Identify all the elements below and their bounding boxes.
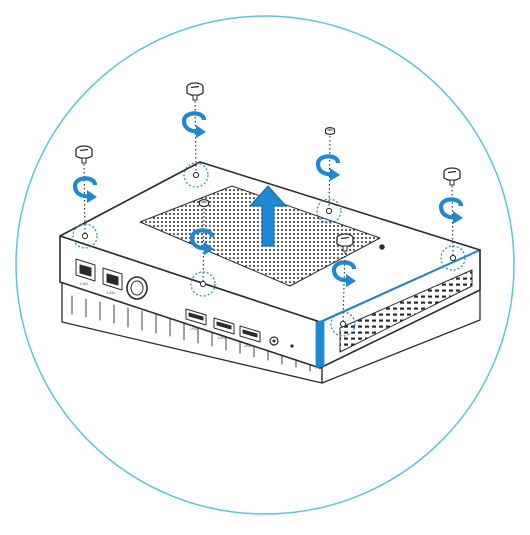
screw-set bbox=[72, 82, 466, 337]
screw-icon bbox=[443, 167, 461, 186]
screw-icon bbox=[75, 145, 93, 164]
guide-line bbox=[194, 96, 197, 174]
power-button bbox=[126, 276, 148, 300]
port-label-lan-left: LAN bbox=[80, 281, 88, 286]
screw-center-small bbox=[189, 199, 216, 297]
screw-icon bbox=[198, 199, 210, 208]
screw-top-left bbox=[181, 82, 209, 188]
status-led bbox=[290, 344, 294, 348]
usb-port-2 bbox=[213, 317, 235, 335]
top-grill bbox=[139, 185, 381, 287]
screw-right bbox=[438, 167, 466, 271]
screw-icon bbox=[336, 233, 354, 252]
screw-hole-marker bbox=[183, 162, 209, 188]
screw-hole bbox=[449, 254, 457, 262]
counterclockwise-arrow-icon bbox=[189, 228, 215, 255]
usb-port-3 bbox=[239, 325, 261, 343]
port-label-usb-3: USB bbox=[244, 343, 253, 348]
screw-hole-marker bbox=[190, 271, 216, 297]
lan-port-left bbox=[75, 258, 96, 282]
top-edge-accent bbox=[322, 250, 479, 322]
screw-hole bbox=[192, 171, 200, 179]
screw-left bbox=[72, 145, 98, 249]
counterclockwise-arrow-icon bbox=[438, 197, 464, 224]
screw-hole-marker bbox=[316, 198, 342, 224]
screw-icon bbox=[186, 82, 204, 101]
screw-hole bbox=[325, 207, 333, 215]
screw-top-right bbox=[315, 126, 342, 224]
usb-port-1 bbox=[185, 308, 207, 326]
screw-hole-marker bbox=[72, 223, 98, 249]
counterclockwise-arrow-icon bbox=[315, 154, 341, 181]
front-ports bbox=[75, 258, 294, 348]
counterclockwise-arrow-icon bbox=[181, 111, 207, 138]
up-arrow-icon bbox=[248, 185, 288, 247]
screw-icon bbox=[324, 126, 336, 136]
port-label-lan-right: LAN bbox=[107, 290, 115, 295]
screw-hole bbox=[199, 280, 207, 288]
corner-accent bbox=[315, 319, 325, 369]
lan-port-right bbox=[102, 267, 123, 291]
guide-line bbox=[202, 207, 205, 283]
screw-hole bbox=[339, 320, 347, 328]
counterclockwise-arrow-icon bbox=[331, 260, 357, 287]
port-label-usb-1: USB bbox=[190, 326, 199, 331]
side-vent bbox=[339, 269, 473, 353]
port-label-usb-2: USB bbox=[218, 335, 227, 340]
screw-center-right bbox=[330, 233, 357, 337]
top-hole bbox=[379, 244, 385, 250]
frame-circle bbox=[15, 15, 515, 515]
screw-hole-marker bbox=[440, 245, 466, 271]
screw-hole bbox=[81, 232, 89, 240]
counterclockwise-arrow-icon bbox=[72, 176, 98, 203]
screw-hole-marker bbox=[330, 311, 356, 337]
